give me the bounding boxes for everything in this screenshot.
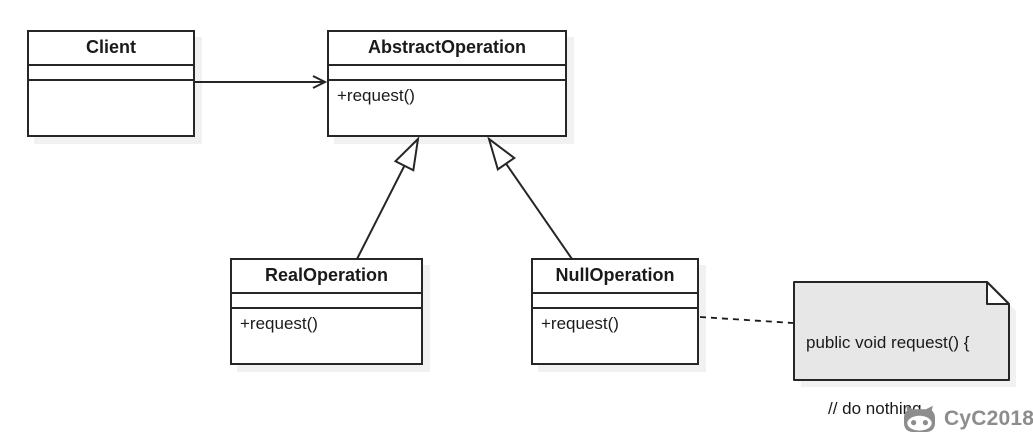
generalization-arrow-nulloperation: [487, 136, 573, 260]
class-title: Client: [29, 32, 193, 66]
watermark: CyC2018: [902, 405, 1033, 433]
note-shape: [793, 281, 1010, 381]
class-title: RealOperation: [232, 260, 421, 294]
note-fold-corner: [986, 281, 1010, 305]
class-attributes-section: [533, 294, 697, 309]
cat-logo-icon: [904, 405, 935, 432]
class-methods-section: [29, 81, 193, 86]
class-title: AbstractOperation: [329, 32, 565, 66]
watermark-text: CyC2018: [944, 407, 1033, 430]
class-title: NullOperation: [533, 260, 697, 294]
note-code-snippet: public void request() { // do nothing }: [806, 288, 1002, 441]
class-methods-section: +request(): [337, 86, 415, 105]
note-anchor-dashed-line: [699, 316, 794, 324]
class-attributes-section: [29, 66, 193, 81]
class-methods-section: +request(): [541, 314, 619, 333]
class-box-abstractoperation: AbstractOperation +request(): [327, 30, 567, 137]
class-attributes-section: [329, 66, 565, 81]
note-line: public void request() {: [806, 333, 970, 352]
generalization-arrow-realoperation: [356, 136, 420, 260]
class-box-nulloperation: NullOperation +request(): [531, 258, 699, 365]
class-box-client: Client: [27, 30, 195, 137]
class-box-realoperation: RealOperation +request(): [230, 258, 423, 365]
class-methods-section: +request(): [240, 314, 318, 333]
class-attributes-section: [232, 294, 421, 309]
